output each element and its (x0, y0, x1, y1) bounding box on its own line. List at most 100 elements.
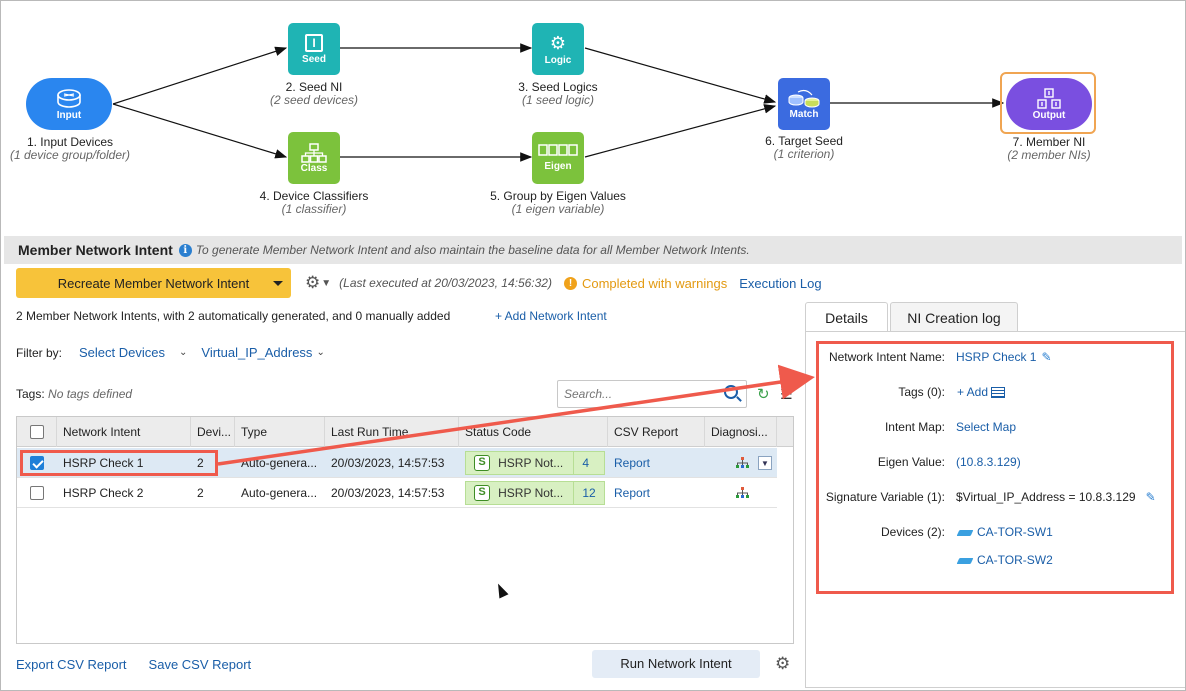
flow-node-sub: (2 seed devices) (269, 93, 359, 107)
summary-text: 2 Member Network Intents, with 2 automat… (16, 309, 451, 323)
flow-node-label: Eigen (544, 161, 572, 172)
edit-icon[interactable]: ✎ (1145, 490, 1156, 504)
chevron-down-icon[interactable] (273, 281, 283, 286)
execution-log-link[interactable]: Execution Log (739, 275, 822, 291)
warning-icon: ! (563, 276, 577, 290)
bottom-actions: Export CSV Report Save CSV Report (16, 657, 251, 672)
header-checkbox-cell (17, 417, 57, 447)
cell-last-run: 20/03/2023, 14:57:53 (331, 486, 445, 500)
last-executed-text: (Last executed at 20/03/2023, 14:56:32) (339, 276, 552, 290)
run-network-intent-button[interactable]: Run Network Intent (592, 650, 760, 678)
column-header[interactable]: Status Code (459, 417, 608, 447)
flow-node-caption: 3. Seed Logics (518, 80, 598, 94)
chevron-down-icon[interactable]: ▼ (758, 456, 772, 470)
search-input[interactable] (557, 380, 747, 408)
add-tag-text: + Add (957, 385, 989, 399)
cell-type: Auto-genera... (241, 456, 318, 470)
flow-node-caption: 5. Group by Eigen Values (490, 189, 626, 203)
tab-ni-creation-log[interactable]: NI Creation log (890, 302, 1018, 332)
gear-icon[interactable]: ⚙ (775, 654, 791, 673)
diagnosis-icon[interactable] (736, 457, 749, 469)
flow-node-sub: (1 eigen variable) (511, 202, 605, 216)
device-name: CA-TOR-SW2 (977, 553, 1053, 567)
column-header[interactable]: Type (235, 417, 325, 447)
filter-bar: Filter by: Select Devices ⌄ Virtual_IP_A… (16, 345, 325, 360)
table-header: Network Intent Devi... Type Last Run Tim… (17, 417, 793, 447)
annotation-box-row (20, 450, 218, 476)
export-csv-link[interactable]: Export CSV Report (16, 657, 127, 672)
eigen-icon: Eigen (532, 132, 584, 184)
field-label: Devices (2): (880, 525, 945, 539)
tags-label: Tags: (16, 387, 45, 401)
section-description: To generate Member Network Intent and al… (195, 243, 750, 257)
report-link[interactable]: Report (614, 486, 651, 500)
tab-details[interactable]: Details (805, 302, 888, 332)
flow-node-caption: 2. Seed NI (285, 80, 343, 94)
ni-name-value[interactable]: HSRP Check 1✎ (956, 350, 1052, 364)
column-header[interactable]: CSV Report (608, 417, 705, 447)
field-label: Tags (0): (898, 385, 945, 399)
chevron-down-icon[interactable]: ⌄ (316, 347, 325, 358)
menu-icon[interactable]: ☰ (780, 386, 793, 402)
flow-node-caption: 6. Target Seed (765, 134, 843, 148)
column-header[interactable]: Diagnosi... (705, 417, 777, 447)
status-count[interactable]: 4 (573, 452, 604, 474)
add-tag-link[interactable]: + Add (957, 385, 1006, 399)
field-label: Signature Variable (1): (825, 490, 945, 504)
seed-icon: I Seed (288, 23, 340, 75)
variable-dropdown[interactable]: Virtual_IP_Address (201, 345, 313, 360)
field-label: Intent Map: (884, 420, 945, 434)
cell-devices: 2 (197, 456, 204, 470)
signature-variable-value: $Virtual_IP_Address = 10.8.3.129 ✎ (956, 490, 1156, 504)
select-all-checkbox[interactable] (30, 425, 44, 439)
flow-node-caption: 1. Input Devices (26, 135, 114, 149)
table-row[interactable]: HSRP Check 2 2 Auto-genera... 20/03/2023… (17, 478, 777, 508)
edit-icon[interactable]: ✎ (1041, 350, 1052, 364)
selected-node-outline (1000, 72, 1096, 134)
match-icon: Match (778, 78, 830, 130)
tags-value: No tags defined (48, 387, 133, 401)
column-header[interactable]: Last Run Time (325, 417, 459, 447)
signature-text: $Virtual_IP_Address = 10.8.3.129 (956, 490, 1136, 504)
status-text: Completed with warnings (581, 275, 728, 291)
status-badge[interactable]: S HSRP Not... 12 (465, 481, 605, 505)
recreate-button[interactable]: Recreate Member Network Intent (16, 268, 291, 298)
device-link[interactable]: CA-TOR-SW2 (956, 553, 1053, 567)
add-network-intent-link[interactable]: + Add Network Intent (495, 309, 607, 323)
search-icon[interactable] (724, 385, 738, 399)
gear-icon[interactable]: ⚙ (305, 273, 321, 292)
status-count[interactable]: 12 (573, 482, 604, 504)
status-badge[interactable]: S HSRP Not... 4 (465, 451, 605, 475)
flow-node-sub: (1 device group/folder) (9, 148, 131, 162)
select-map-link[interactable]: Select Map (956, 420, 1017, 434)
select-devices-dropdown[interactable]: Select Devices (79, 345, 165, 360)
cell-last-run: 20/03/2023, 14:57:53 (331, 456, 445, 470)
row-checkbox[interactable] (30, 456, 44, 470)
status-s-icon: S (474, 455, 491, 471)
flow-node-label: Match (789, 108, 819, 120)
row-checkbox[interactable] (30, 486, 44, 500)
annotation-box-details (816, 341, 1174, 594)
status-s-icon: S (474, 485, 491, 501)
diagnosis-icon[interactable] (736, 487, 749, 499)
flow-connectors (112, 43, 1005, 162)
cell-type: Auto-genera... (241, 486, 318, 500)
flow-node-sub: (1 classifier) (281, 202, 347, 216)
chevron-down-icon[interactable]: ▼ (321, 277, 332, 289)
chevron-down-icon[interactable]: ⌄ (179, 347, 188, 358)
recreate-button-label: Recreate Member Network Intent (57, 275, 250, 291)
column-header[interactable]: Network Intent (57, 417, 191, 447)
tag-list-icon[interactable] (991, 387, 1006, 399)
field-label: Eigen Value: (877, 455, 945, 469)
report-link[interactable]: Report (614, 456, 651, 470)
column-header[interactable]: Devi... (191, 417, 235, 447)
section-title: Member Network Intent (18, 242, 173, 258)
filter-label: Filter by: (16, 345, 63, 360)
cell-devices: 2 (197, 486, 204, 500)
info-icon[interactable]: i (178, 243, 192, 257)
device-name: CA-TOR-SW1 (977, 525, 1053, 539)
details-panel (805, 331, 1185, 688)
save-csv-link[interactable]: Save CSV Report (148, 657, 252, 672)
refresh-icon[interactable]: ↻ (757, 386, 770, 403)
device-link[interactable]: CA-TOR-SW1 (956, 525, 1053, 539)
